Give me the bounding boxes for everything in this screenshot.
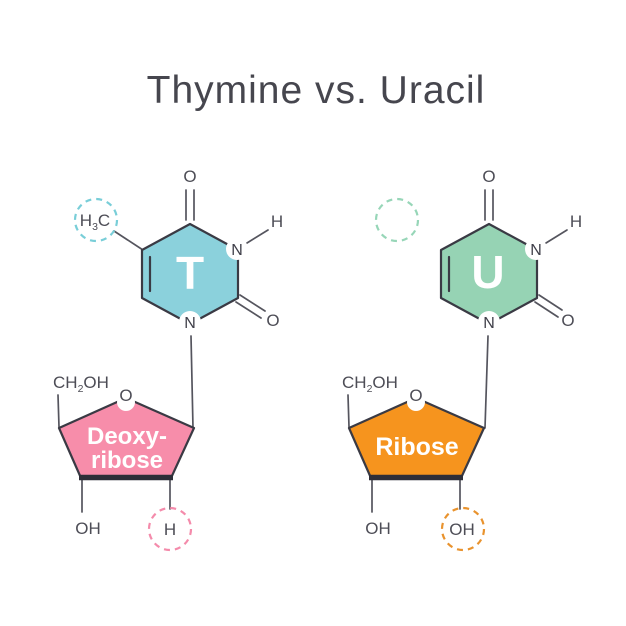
page-title: Thymine vs. Uracil [147, 69, 486, 112]
thymine-n-right-label: N [231, 242, 243, 259]
deoxyribose-h-label: H [164, 520, 176, 539]
ribose-oh-highlight-circle [440, 506, 486, 552]
deoxyribose-oh-left-label: OH [75, 519, 101, 538]
thymine-methyl-label: H3C [80, 211, 110, 233]
thymine-o-top-label: O [183, 167, 196, 186]
thymine-o-right-label: O [266, 311, 279, 330]
ribose-ch2oh-bond [347, 394, 350, 428]
deoxyribose-o-notch [117, 393, 135, 411]
uracil-right-double-bond-1 [538, 294, 563, 311]
uracil-structure: N N O H O U [374, 167, 582, 429]
thymine-n-h-bond [246, 229, 269, 244]
thymine-n-right-notch [226, 238, 248, 260]
ribose-ch2oh-label: CH2OH [342, 373, 398, 395]
ribose-o-notch [407, 393, 425, 411]
ribose-o-label: O [409, 386, 422, 405]
uracil-n-right-notch [525, 238, 547, 260]
uracil-n-h-bond [545, 229, 568, 244]
uracil-glycosidic-bond [484, 335, 489, 429]
uracil-h-right-label: H [570, 212, 582, 231]
thymine-n-bottom-notch [179, 311, 201, 333]
thymine-glycosidic-bond [190, 335, 194, 429]
deoxyribose-name-line1: Deoxy- [87, 423, 167, 450]
uracil-o-top-label: O [482, 167, 495, 186]
uracil-o-right-label: O [561, 311, 574, 330]
deoxyribose-o-label: O [119, 386, 132, 405]
thymine-n-bottom-label: N [184, 315, 196, 332]
thymine-methyl-highlight-circle [73, 197, 119, 243]
thymine-methyl-bond [113, 230, 144, 251]
thymine-structure: H3C N N O H O T [73, 167, 283, 429]
uracil-n-bottom-notch [478, 311, 500, 333]
deoxyribose-h-highlight-circle [147, 506, 193, 552]
deoxyribose-ch2oh-bond [57, 394, 60, 428]
thymine-h-right-label: H [271, 212, 283, 231]
thymine-base-letter: T [176, 247, 204, 299]
deoxyribose-ch2oh-label: CH2OH [53, 373, 109, 395]
deoxyribose-name-line2: ribose [91, 447, 163, 474]
uracil-empty-highlight-circle [374, 197, 420, 243]
ribose-name: Ribose [375, 433, 458, 461]
ribose-structure: O CH2OH Ribose OH OH [342, 373, 486, 552]
deoxyribose-structure: O CH2OH Deoxy- ribose OH H [53, 373, 196, 552]
uracil-right-double-bond-2 [534, 301, 559, 318]
ribose-oh-circled-label: OH [449, 520, 475, 539]
uracil-n-bottom-label: N [483, 315, 495, 332]
uracil-n-right-label: N [530, 242, 542, 259]
ribose-oh-left-label: OH [365, 519, 391, 538]
uracil-base-letter: U [471, 246, 504, 298]
thymine-right-double-bond-2 [235, 301, 262, 319]
thymine-right-double-bond-1 [239, 294, 266, 312]
